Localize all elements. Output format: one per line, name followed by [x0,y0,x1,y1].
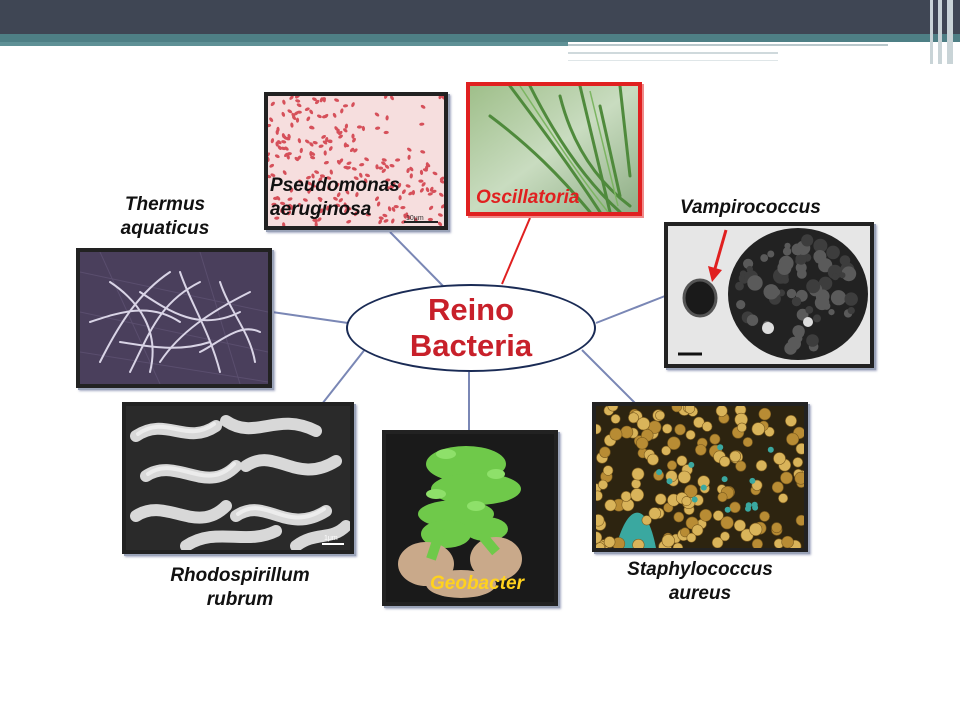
geobacter-label: Geobacter [430,573,524,594]
thermus-label-line2: aquaticus [120,218,210,239]
title-rule [568,52,778,54]
connector-oscillatoria [501,217,531,285]
rhodospirillum-label-line1: Rhodospirillum [170,565,310,586]
center-title-line1: Reino [427,292,515,327]
pseudomonas-label-line2: aeruginosa [270,199,372,220]
rhodospirillum-label: Rhodospirillum rubrum [130,564,350,612]
connector-rhodospirillum [321,347,367,405]
connector-thermus [271,311,349,324]
center-node: Reino Bacteria [346,284,596,372]
staphylococcus-label: Staphylococcus aureus [600,558,800,606]
title-rule [568,60,778,61]
center-title-line2: Bacteria [409,328,533,363]
corner-stripe [947,0,953,64]
geobacter-photo [382,430,558,606]
connector-pseudomonas [389,231,445,288]
rhodospirillum-label-line2: rubrum [206,589,274,610]
rhodospirillum-photo: 1μm [122,402,354,554]
vampirococcus-photo [664,222,874,368]
staphylococcus-label-line2: aureus [668,583,732,604]
staphylococcus-label-line1: Staphylococcus [627,559,773,580]
title-rule [568,44,888,46]
pseudomonas-photo: 10μm [264,92,448,230]
title-band-accent [0,42,568,46]
thermus-label-line1: Thermus [124,194,206,215]
rhodospirillum-scale-bar: 1μm [324,535,338,542]
pseudomonas-label-line1: Pseudomonas [270,175,400,196]
oscillatoria-label: Oscillatoria [476,187,580,208]
connector-vampirococcus [595,295,666,324]
title-bar [0,0,960,34]
vampirococcus-label: Vampirococcus [680,197,821,218]
thermus-label: Thermus aquaticus [90,193,240,241]
pseudomonas-scale-bar: 10μm [406,215,424,222]
staphylococcus-photo [592,402,808,552]
connector-staphylococcus [581,349,637,405]
pseudomonas-label: Pseudomonas aeruginosa [270,174,400,222]
title-band [0,34,960,42]
corner-stripe [938,0,942,64]
thermus-photo [76,248,272,388]
corner-stripe [930,0,933,64]
oscillatoria-photo [466,82,642,216]
